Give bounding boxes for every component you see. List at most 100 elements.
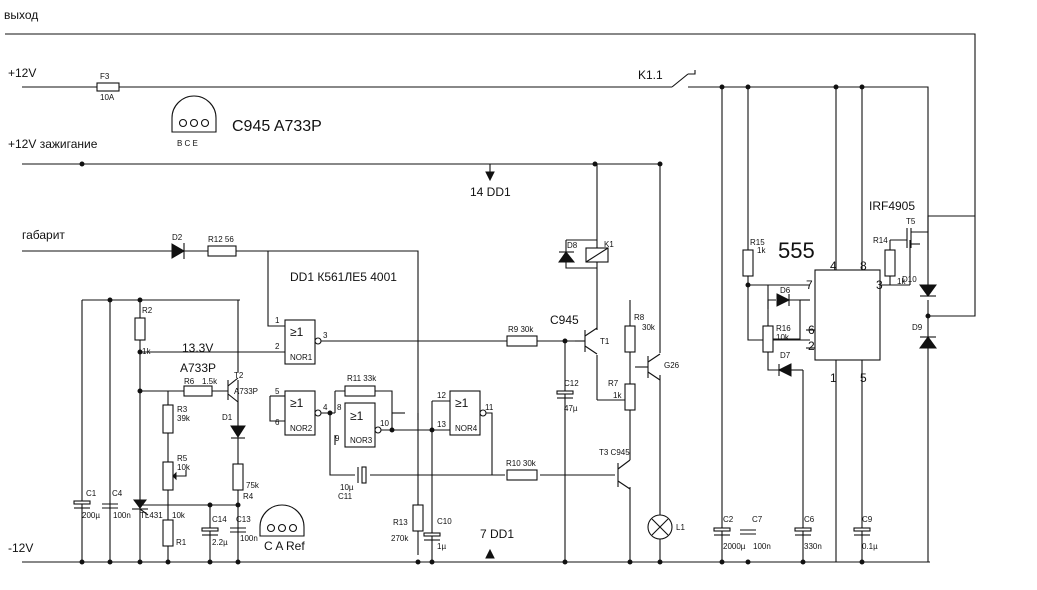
r13-label: R13 bbox=[393, 518, 408, 527]
resistor-r6: R6 1.5k bbox=[183, 377, 218, 397]
r13-value: 270k bbox=[391, 534, 409, 543]
lamp-l1: L1 bbox=[647, 514, 685, 540]
nor3-ge: ≥1 bbox=[350, 409, 364, 423]
transistor-t3: T3 C945 bbox=[599, 448, 631, 490]
r8-value: 30k bbox=[642, 323, 656, 332]
nor3-pin8: 8 bbox=[337, 403, 342, 412]
resistor-r3: R3 39k bbox=[162, 404, 191, 434]
nor4-name: NOR4 bbox=[455, 424, 478, 433]
nor4-pin12: 12 bbox=[437, 391, 446, 400]
r5-label: R5 bbox=[177, 454, 188, 463]
c1-label: C1 bbox=[86, 489, 97, 498]
mosfet-t5: IRF4905 T5 bbox=[869, 199, 975, 250]
capacitor-c1: C1 200µ bbox=[73, 489, 100, 520]
t1-label: T1 bbox=[600, 337, 610, 346]
t2-label: T2 bbox=[234, 371, 244, 380]
c1-value: 200µ bbox=[82, 511, 100, 520]
rail-output: выход bbox=[4, 8, 38, 22]
tl431-regulator: TL431 10k bbox=[132, 499, 186, 520]
relay-k1-coil: K1 bbox=[585, 240, 614, 263]
d1-label: D1 bbox=[222, 413, 233, 422]
transistor-pinout-pins: B C E bbox=[177, 139, 198, 148]
capacitor-c2: C2 2000µ bbox=[713, 515, 746, 551]
d9-label: D9 bbox=[912, 323, 923, 332]
nor4-pin11: 11 bbox=[485, 403, 494, 412]
r15-label: R15 bbox=[750, 238, 765, 247]
c2-label: C2 bbox=[723, 515, 734, 524]
ic555-name: 555 bbox=[778, 238, 815, 263]
nor1-ge: ≥1 bbox=[290, 325, 304, 339]
ic555-pin3: 3 bbox=[876, 278, 883, 292]
dd1-pin14: 14 DD1 bbox=[470, 185, 511, 199]
dd1-pin7-marker: 7 DD1 bbox=[480, 527, 514, 559]
r12-label: R12 56 bbox=[208, 235, 234, 244]
c9-label: C9 bbox=[862, 515, 873, 524]
dd1-title: DD1 К561ЛЕ5 4001 bbox=[290, 270, 397, 284]
transistor-g26: G26 bbox=[635, 353, 680, 381]
c6-value: 330n bbox=[804, 542, 822, 551]
c13-label: C13 bbox=[236, 515, 251, 524]
t2-value: A733P bbox=[234, 387, 258, 396]
nor2-pin4: 4 bbox=[323, 403, 328, 412]
capacitor-c13: C13 100n bbox=[230, 515, 258, 543]
r4-value: 75k bbox=[246, 481, 260, 490]
nor4-pin13: 13 bbox=[437, 420, 446, 429]
ic555-pin8: 8 bbox=[860, 259, 867, 273]
dd1-pin7: 7 DD1 bbox=[480, 527, 514, 541]
voltage-label: 13.3V bbox=[182, 341, 213, 355]
resistor-r4: 75k R4 bbox=[232, 463, 260, 501]
r6-label: R6 bbox=[184, 377, 195, 386]
r16-value: 10k bbox=[776, 333, 790, 342]
c11-value: 10µ bbox=[340, 483, 354, 492]
ic555-pin5: 5 bbox=[860, 371, 867, 385]
rail-minus-12v: -12V bbox=[8, 541, 33, 555]
nor2-name: NOR2 bbox=[290, 424, 313, 433]
r7-label: R7 bbox=[608, 379, 619, 388]
r9-label: R9 30k bbox=[508, 325, 534, 334]
r14-value: 1k bbox=[897, 277, 906, 286]
diode-d6: D6 bbox=[767, 286, 800, 309]
r2-value: 1k bbox=[142, 347, 151, 356]
c7-value: 100n bbox=[753, 542, 771, 551]
d6-label: D6 bbox=[780, 286, 791, 295]
nor1-pin1: 1 bbox=[275, 316, 280, 325]
c13-value: 100n bbox=[240, 534, 258, 543]
c14-value: 2.2µ bbox=[212, 538, 228, 547]
tl431-label: TL431 bbox=[140, 511, 163, 520]
r15-value: 1k bbox=[757, 246, 766, 255]
capacitor-c4: C4 100n bbox=[102, 489, 131, 520]
rail-12v: +12V bbox=[8, 66, 36, 80]
potentiometer-r5: R5 10k bbox=[162, 454, 191, 491]
capacitor-c6: C6 330n bbox=[794, 515, 822, 551]
resistor-r1: R1 bbox=[162, 519, 187, 547]
rail-ignition: +12V зажигание bbox=[8, 137, 98, 151]
nor2-ge: ≥1 bbox=[290, 396, 304, 410]
resistor-r15: R15 1k bbox=[742, 238, 766, 277]
mosfet-model: IRF4905 bbox=[869, 199, 915, 213]
r5-value: 10k bbox=[177, 463, 191, 472]
resistor-r13: R13 270k bbox=[391, 504, 424, 543]
rail-gabarit: габарит bbox=[22, 228, 65, 242]
resistor-r9: R9 30k bbox=[506, 325, 538, 347]
resistor-r14: R14 1k bbox=[873, 236, 906, 286]
diode-d8: D8 bbox=[558, 239, 597, 269]
nor1-pin2: 2 bbox=[275, 342, 280, 351]
c4-label: C4 bbox=[112, 489, 123, 498]
d10-label: D10 bbox=[902, 275, 917, 284]
d2-label: D2 bbox=[172, 233, 183, 242]
capacitor-c11: 10µ C11 bbox=[338, 466, 367, 501]
capacitor-c12: C12 47µ bbox=[556, 379, 579, 413]
r4-label: R4 bbox=[243, 492, 254, 501]
transistor-pinout-icon: B C E bbox=[171, 95, 217, 148]
c2-value: 2000µ bbox=[723, 542, 746, 551]
capacitor-c7: C7 100n bbox=[740, 515, 771, 551]
dd1-pin14-marker: 14 DD1 bbox=[470, 164, 511, 199]
nor-gate-2: ≥1 NOR2 5 6 4 bbox=[275, 387, 328, 436]
nor-gate-1: ≥1 NOR1 1 2 3 bbox=[275, 316, 328, 365]
ic555-pin2: 2 bbox=[808, 339, 815, 353]
nor3-pin9: 9 bbox=[335, 434, 340, 443]
ic-555: 555 4 8 7 3 6 2 1 5 bbox=[778, 238, 883, 385]
ic555-pin6: 6 bbox=[808, 323, 815, 337]
l1-label: L1 bbox=[676, 523, 685, 532]
nor3-pin10: 10 bbox=[380, 419, 389, 428]
